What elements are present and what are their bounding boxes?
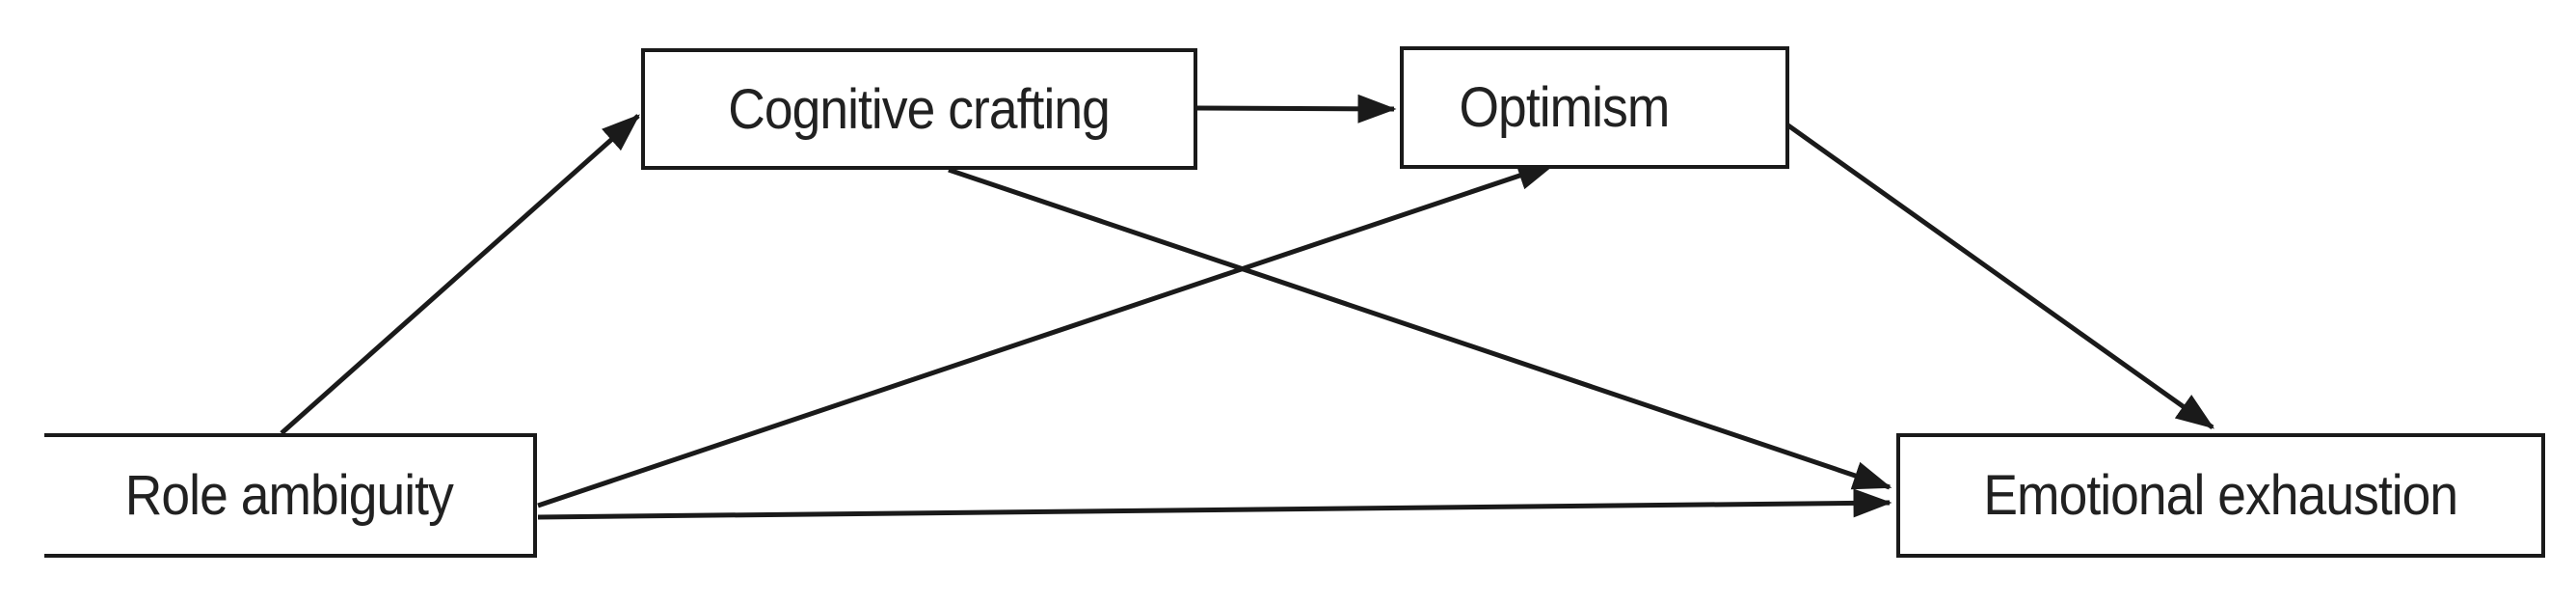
node-cognitive-crafting: Cognitive crafting [641, 48, 1197, 170]
arrow-optimism-to-emotional-exhaustion [1784, 121, 2215, 430]
node-role-ambiguity: Role ambiguity [44, 433, 537, 558]
node-optimism-label: Optimism [1459, 76, 1670, 139]
node-role-ambiguity-label: Role ambiguity [124, 464, 453, 527]
arrow-cognitive-crafting-to-emotional-exhaustion [948, 167, 1892, 490]
node-emotional-exhaustion: Emotional exhaustion [1896, 433, 2545, 558]
node-cognitive-crafting-label: Cognitive crafting [728, 77, 1112, 141]
arrow-role-ambiguity-to-cognitive-crafting [280, 114, 640, 435]
arrow-role-ambiguity-to-emotional-exhaustion [537, 488, 1892, 520]
arrow-role-ambiguity-to-optimism [537, 161, 1557, 508]
node-optimism: Optimism [1400, 46, 1789, 169]
arrow-cognitive-crafting-to-optimism [1196, 94, 1397, 124]
node-emotional-exhaustion-label: Emotional exhaustion [1983, 464, 2459, 527]
